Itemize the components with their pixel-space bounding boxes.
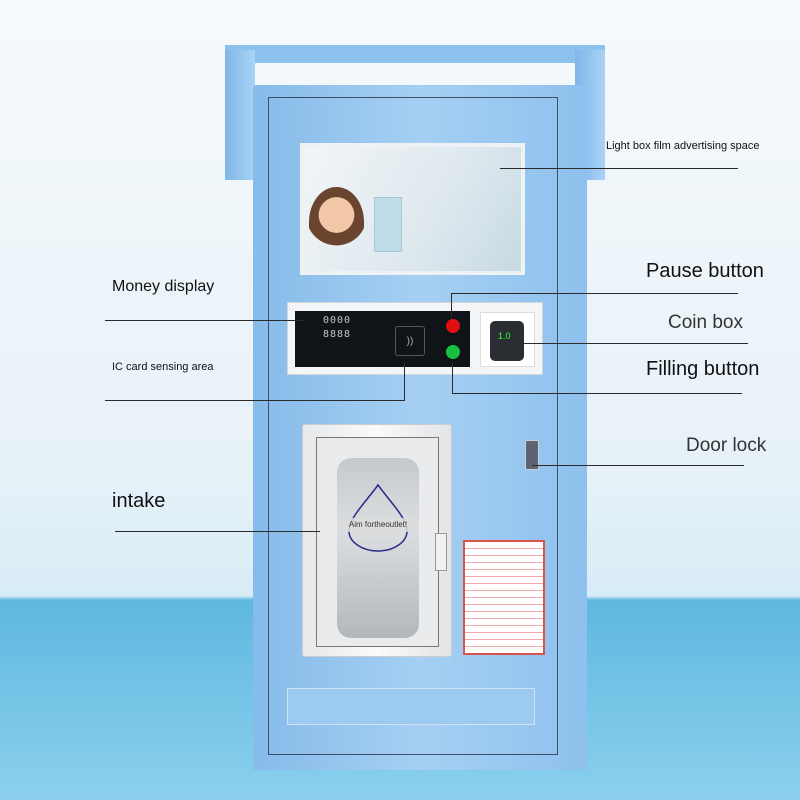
money-display-top: 0000 — [323, 315, 352, 326]
advertising-light-box — [300, 143, 525, 275]
label-money-display: Money display — [112, 278, 215, 295]
callout-line-filling — [452, 393, 742, 394]
roof-side-left — [225, 50, 255, 180]
callout-line-ic-v — [404, 362, 405, 400]
water-intake-door[interactable]: Aim fortheoutlet! — [302, 424, 452, 657]
coin-box[interactable]: 1.0 — [480, 312, 535, 367]
label-light-box: Light box film advertising space — [606, 140, 760, 152]
instruction-sheet — [463, 540, 545, 655]
child-image — [309, 187, 364, 257]
money-display-bottom: 8888 — [323, 329, 352, 340]
coin-display: 1.0 — [498, 331, 511, 341]
callout-line-pause-v — [451, 293, 452, 318]
callout-line-lock — [532, 465, 744, 466]
intake-window: Aim fortheoutlet! — [337, 458, 419, 638]
door-handle[interactable] — [435, 533, 447, 571]
label-door-lock: Door lock — [686, 435, 767, 456]
callout-line-intake — [115, 531, 320, 532]
machine-front-frame — [268, 97, 558, 755]
callout-line-coin — [520, 343, 748, 344]
label-coin-box: Coin box — [668, 312, 743, 333]
label-pause-button: Pause button — [646, 260, 764, 282]
door-lock[interactable] — [525, 440, 539, 470]
callout-line-money — [105, 320, 305, 321]
callout-line-ic — [105, 400, 405, 401]
bottom-slot — [287, 688, 535, 725]
pause-button[interactable] — [446, 319, 460, 333]
control-panel: 0000 8888 )) 1.0 — [287, 302, 543, 375]
label-filling-button: Filling button — [646, 358, 760, 380]
label-intake: intake — [112, 490, 166, 512]
coin-slot: 1.0 — [490, 321, 524, 361]
ic-card-reader[interactable]: )) — [395, 326, 425, 356]
label-ic-card: IC card sensing area — [112, 361, 214, 373]
money-display-panel: 0000 8888 )) — [295, 311, 470, 367]
callout-line-light-box — [500, 168, 738, 169]
aim-outlet-text: Aim fortheoutlet! — [339, 518, 417, 532]
door-inner-frame: Aim fortheoutlet! — [316, 437, 447, 647]
water-glass-image — [374, 197, 402, 252]
filling-button[interactable] — [446, 345, 460, 359]
callout-line-filling-v — [452, 362, 453, 393]
callout-line-pause — [451, 293, 738, 294]
